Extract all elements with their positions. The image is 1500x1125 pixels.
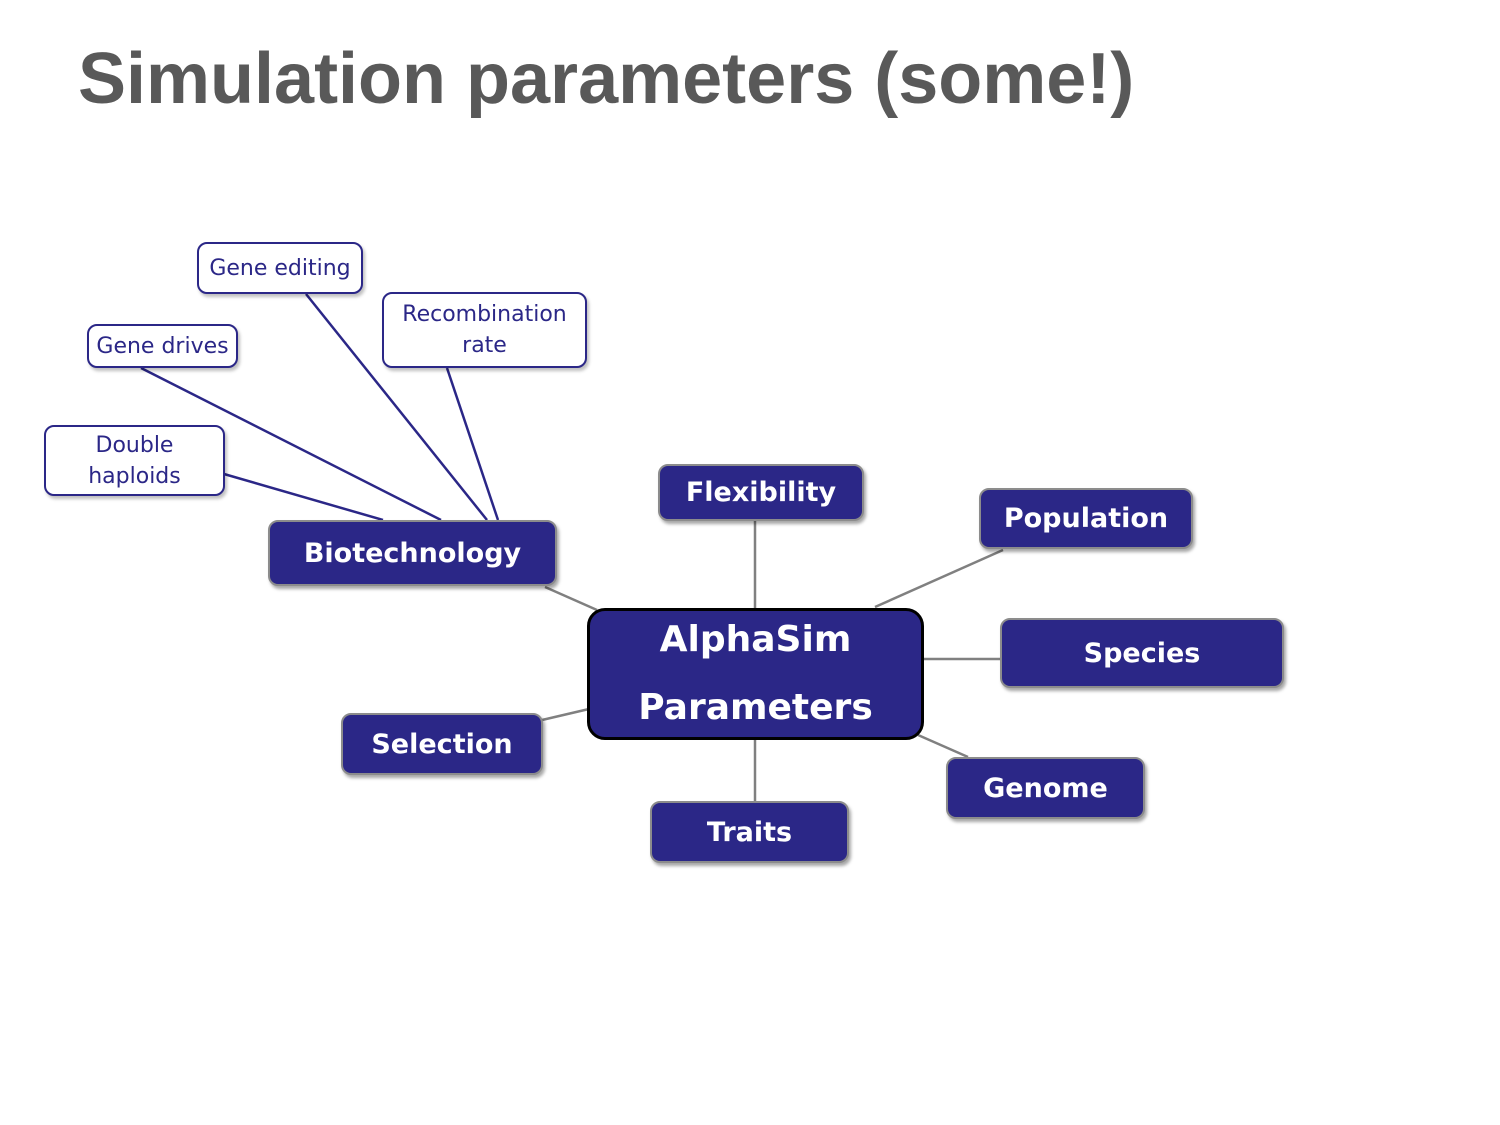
recombination-line1: Recombination — [402, 302, 567, 327]
node-double-haploids: Double haploids — [44, 425, 225, 496]
center-node-line2: Parameters — [638, 687, 873, 728]
center-node-line1: AlphaSim — [659, 619, 852, 660]
double-haploids-line1: Double — [95, 432, 174, 458]
node-population: Population — [979, 488, 1193, 549]
connector-genome — [917, 733, 969, 759]
double-haploids-line2: haploids — [88, 463, 181, 489]
node-selection: Selection — [341, 713, 543, 775]
connector-gene-drives — [140, 366, 442, 522]
node-flexibility: Flexibility — [658, 464, 864, 521]
center-node-alphasim-parameters: AlphaSim Parameters — [587, 608, 924, 740]
node-species: Species — [1000, 618, 1284, 688]
connector-selection — [541, 707, 590, 722]
node-genome: Genome — [946, 757, 1145, 819]
recombination-line2: rate — [462, 333, 507, 358]
node-gene-editing: Gene editing — [197, 242, 363, 294]
connector-population — [874, 548, 1004, 609]
connector-recombination-rate — [445, 367, 500, 521]
connector-biotechnology — [544, 585, 598, 612]
connector-double-haploids — [223, 472, 384, 522]
slide-title: Simulation parameters (some!) — [78, 39, 1135, 119]
node-recombination-rate: Recombination rate — [382, 292, 587, 368]
node-biotechnology: Biotechnology — [268, 520, 557, 586]
node-traits: Traits — [650, 801, 849, 863]
connector-gene-editing — [305, 293, 488, 521]
node-gene-drives: Gene drives — [87, 324, 238, 368]
